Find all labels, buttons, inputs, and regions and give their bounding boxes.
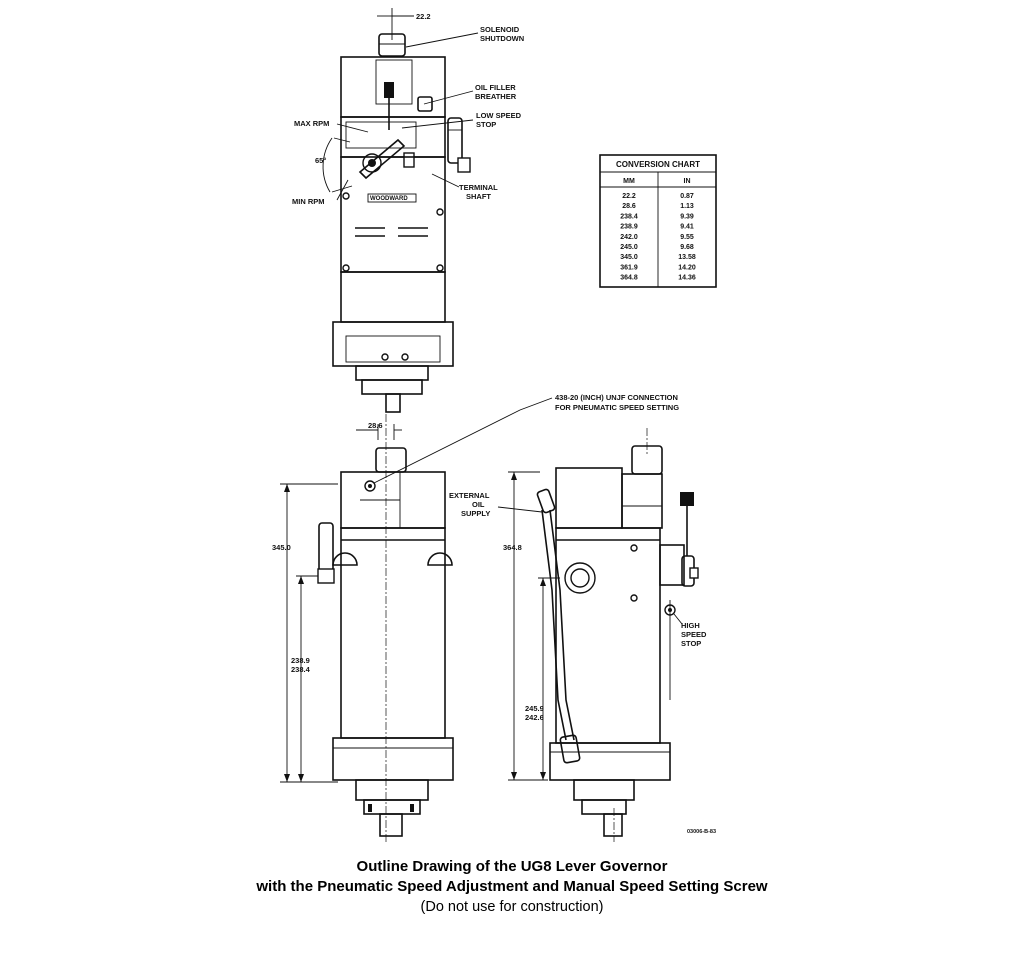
solenoid-label-2: SHUTDOWN bbox=[480, 34, 524, 43]
dim-345-0: 345.0 bbox=[272, 543, 291, 552]
conversion-chart-header-mm: MM bbox=[623, 178, 635, 185]
conversion-chart-in-cell: 0.87 bbox=[680, 193, 694, 200]
conversion-chart-title: CONVERSION CHART bbox=[616, 160, 700, 169]
caption-line-1: Outline Drawing of the UG8 Lever Governo… bbox=[356, 858, 668, 875]
conversion-chart-in-cell: 1.13 bbox=[680, 203, 694, 210]
svg-text:WOODWARD: WOODWARD bbox=[370, 196, 408, 202]
high-speed-label-1: HIGH bbox=[681, 621, 700, 630]
conversion-chart-mm-cell: 245.0 bbox=[620, 244, 638, 251]
high-speed-label-3: STOP bbox=[681, 639, 701, 648]
external-oil-label-3: SUPPLY bbox=[461, 509, 490, 518]
conversion-chart-mm-cell: 361.9 bbox=[620, 264, 638, 271]
conversion-chart-mm-cell: 22.2 bbox=[622, 193, 636, 200]
oil-filler-label-2: BREATHER bbox=[475, 92, 517, 101]
angle-label: 65° bbox=[315, 156, 326, 165]
dim-238-4: 238.4 bbox=[291, 665, 311, 674]
terminal-label-1: TERMINAL bbox=[459, 183, 498, 192]
conversion-chart-in-cell: 14.36 bbox=[678, 275, 696, 282]
dim-245-9: 245.9 bbox=[525, 704, 544, 713]
conversion-chart-mm-cell: 28.6 bbox=[622, 203, 636, 210]
conversion-chart-mm-cell: 345.0 bbox=[620, 254, 638, 261]
dim-28-6: 28.6 bbox=[368, 421, 383, 430]
external-oil-label-2: OIL bbox=[472, 500, 485, 509]
side-view: 364.8 245.9 242.6 EXTERNAL OIL SUPPLY HI… bbox=[449, 428, 716, 842]
oil-filler-label-1: OIL FILLER bbox=[475, 83, 516, 92]
conversion-chart-in-cell: 9.55 bbox=[680, 234, 694, 241]
min-rpm-label: MIN RPM bbox=[292, 197, 325, 206]
front-view: 28.6 345.0 bbox=[272, 414, 454, 842]
conversion-chart-rows: 22.2 0.87 28.6 1.13 238.4 9.39 238.9 9.41 242.0 9… bbox=[620, 193, 696, 282]
dim-242-6: 242.6 bbox=[525, 713, 544, 722]
solenoid-label-1: SOLENOID bbox=[480, 25, 520, 34]
dim-364-8: 364.8 bbox=[503, 543, 522, 552]
conversion-chart-in-cell: 13.58 bbox=[678, 254, 696, 261]
caption-line-3: (Do not use for construction) bbox=[420, 899, 604, 915]
conversion-chart-mm-cell: 242.0 bbox=[620, 234, 638, 241]
caption-line-2: with the Pneumatic Speed Adjustment and … bbox=[256, 878, 768, 895]
conversion-chart-in-cell: 14.20 bbox=[678, 264, 696, 271]
terminal-label-2: SHAFT bbox=[466, 192, 491, 201]
pneumatic-label-2: FOR PNEUMATIC SPEED SETTING bbox=[555, 403, 679, 412]
conversion-chart-in-cell: 9.68 bbox=[680, 244, 694, 251]
conversion-chart-in-cell: 9.39 bbox=[680, 213, 694, 220]
drawing-number: 03006-B-83 bbox=[687, 829, 716, 835]
top-view: 22.2 WOODWARD bbox=[292, 8, 524, 413]
conversion-chart-mm-cell: 238.4 bbox=[620, 213, 638, 220]
low-speed-label-2: STOP bbox=[476, 120, 496, 129]
pneumatic-label-1: 438-20 (INCH) UNJF CONNECTION bbox=[555, 393, 678, 402]
conversion-chart-in-cell: 9.41 bbox=[680, 224, 694, 231]
high-speed-label-2: SPEED bbox=[681, 630, 707, 639]
dim-238-9: 238.9 bbox=[291, 656, 310, 665]
low-speed-label-1: LOW SPEED bbox=[476, 111, 522, 120]
conversion-chart-header-in: IN bbox=[684, 178, 691, 185]
conversion-chart-mm-cell: 364.8 bbox=[620, 275, 638, 282]
figure-caption: Outline Drawing of the UG8 Lever Governo… bbox=[0, 857, 1024, 917]
conversion-chart-mm-cell: 238.9 bbox=[620, 224, 638, 231]
max-rpm-label: MAX RPM bbox=[294, 119, 329, 128]
pneumatic-callout: 438-20 (INCH) UNJF CONNECTION FOR PNEUMA… bbox=[371, 393, 679, 485]
external-oil-label-1: EXTERNAL bbox=[449, 491, 490, 500]
dim-22-2: 22.2 bbox=[416, 12, 431, 21]
